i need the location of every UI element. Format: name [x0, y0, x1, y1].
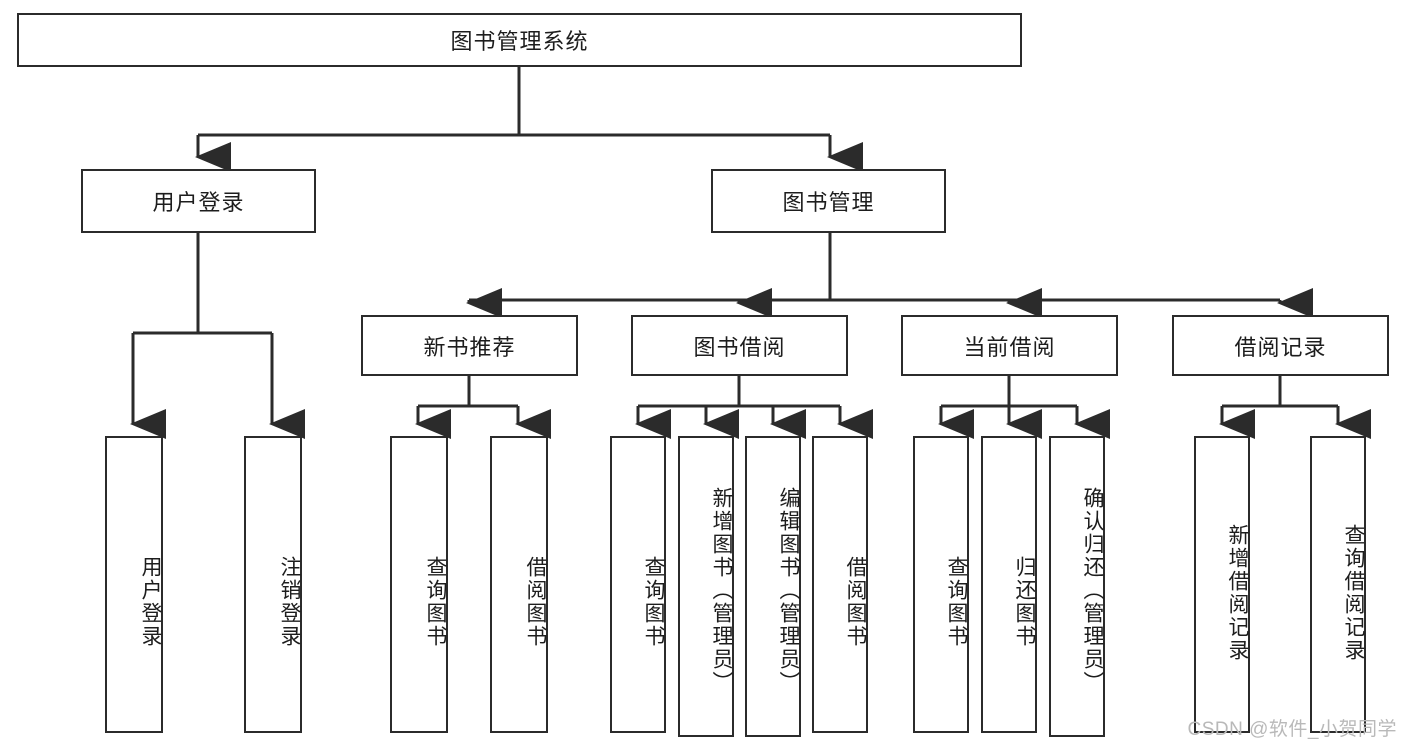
leaf-borrow-record-query[interactable]: 查询借阅记录 — [1310, 436, 1366, 733]
leaf-new-book-borrow[interactable]: 借阅图书 — [490, 436, 548, 733]
node-current-borrow[interactable]: 当前借阅 — [901, 315, 1118, 376]
leaf-book-borrow-edit[interactable]: 编辑图书（管理员） — [745, 436, 801, 737]
leaf-new-book-query-label: 查询图书 — [424, 555, 447, 648]
node-current-borrow-label: 当前借阅 — [963, 334, 1056, 360]
leaf-current-borrow-return-label: 归还图书 — [1013, 555, 1036, 648]
leaf-user-login-login-label: 用户登录 — [139, 555, 162, 648]
node-book-borrow[interactable]: 图书借阅 — [631, 315, 848, 376]
node-book-borrow-label: 图书借阅 — [693, 334, 786, 360]
leaf-current-borrow-confirm-label: 确认归还（管理员） — [1081, 487, 1104, 694]
node-root-label: 图书管理系统 — [450, 29, 589, 54]
node-borrow-record[interactable]: 借阅记录 — [1172, 315, 1389, 376]
node-book-manage[interactable]: 图书管理 — [711, 169, 946, 233]
leaf-user-login-logout-label: 注销登录 — [278, 555, 301, 648]
leaf-borrow-record-add[interactable]: 新增借阅记录 — [1194, 436, 1250, 733]
node-user-login[interactable]: 用户登录 — [81, 169, 316, 233]
leaf-borrow-record-add-label: 新增借阅记录 — [1226, 523, 1249, 662]
leaf-book-borrow-edit-label: 编辑图书（管理员） — [777, 487, 800, 694]
node-user-login-label: 用户登录 — [152, 190, 245, 215]
leaf-book-borrow-query-label: 查询图书 — [642, 555, 665, 648]
leaf-user-login-logout[interactable]: 注销登录 — [244, 436, 302, 733]
leaf-user-login-login[interactable]: 用户登录 — [105, 436, 163, 733]
leaf-book-borrow-add[interactable]: 新增图书（管理员） — [678, 436, 734, 737]
leaf-new-book-query[interactable]: 查询图书 — [390, 436, 448, 733]
leaf-book-borrow-borrow-label: 借阅图书 — [844, 555, 867, 648]
leaf-book-borrow-add-label: 新增图书（管理员） — [710, 487, 733, 694]
node-new-book-recommend[interactable]: 新书推荐 — [361, 315, 578, 376]
leaf-current-borrow-query[interactable]: 查询图书 — [913, 436, 969, 733]
node-borrow-record-label: 借阅记录 — [1234, 334, 1327, 360]
node-new-book-recommend-label: 新书推荐 — [423, 334, 516, 360]
leaf-current-borrow-confirm[interactable]: 确认归还（管理员） — [1049, 436, 1105, 737]
leaf-book-borrow-borrow[interactable]: 借阅图书 — [812, 436, 868, 733]
leaf-book-borrow-query[interactable]: 查询图书 — [610, 436, 666, 733]
node-book-manage-label: 图书管理 — [782, 190, 875, 215]
leaf-current-borrow-query-label: 查询图书 — [945, 555, 968, 648]
leaf-current-borrow-return[interactable]: 归还图书 — [981, 436, 1037, 733]
leaf-new-book-borrow-label: 借阅图书 — [524, 555, 547, 648]
leaf-borrow-record-query-label: 查询借阅记录 — [1342, 523, 1365, 662]
node-root[interactable]: 图书管理系统 — [17, 13, 1022, 67]
watermark-text: CSDN @软件_小贺同学 — [1187, 719, 1397, 740]
